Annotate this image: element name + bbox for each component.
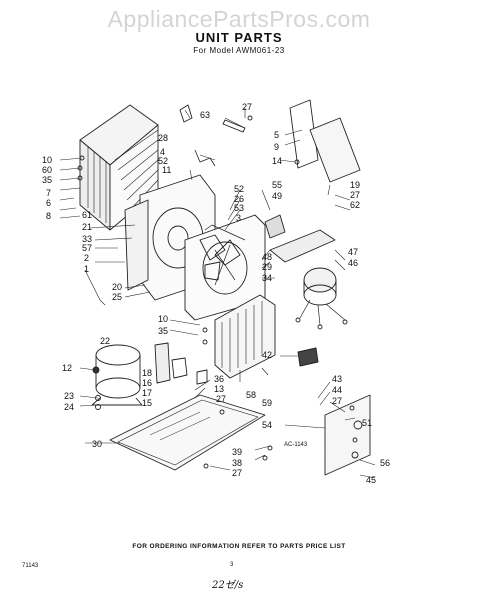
relay-overload xyxy=(154,342,208,385)
callout-58: 58 xyxy=(246,390,256,400)
control-panel xyxy=(324,394,371,476)
callout-44: 44 xyxy=(332,385,342,395)
callout-11: 11 xyxy=(162,165,171,175)
callout-labels: 10 60 35 7 6 8 61 21 33 57 2 1 20 25 28 … xyxy=(42,102,390,485)
callout-5: 5 xyxy=(274,130,279,140)
callout-43: 43 xyxy=(332,374,342,384)
callout-9: 9 xyxy=(274,142,279,152)
callout-33: 33 xyxy=(82,234,92,244)
watermark: AppliancePartsPros.com xyxy=(107,6,371,32)
callout-38: 38 xyxy=(232,458,242,468)
callout-27-top: 27 xyxy=(242,102,252,112)
blower-wheel xyxy=(199,234,241,281)
callout-24: 24 xyxy=(64,402,74,412)
callout-25: 25 xyxy=(112,292,122,302)
callout-26: 26 xyxy=(234,194,244,204)
callout-12: 12 xyxy=(62,363,72,373)
callout-53: 53 xyxy=(234,203,244,213)
handwritten-signature: 22ゼ/s xyxy=(212,580,244,591)
callout-51: 51 xyxy=(362,418,372,428)
callout-7: 7 xyxy=(46,188,51,198)
callout-13: 13 xyxy=(214,384,224,394)
callout-52-b: 52 xyxy=(234,184,244,194)
callout-10: 10 xyxy=(42,155,52,165)
callout-21: 21 xyxy=(82,222,92,232)
model-subtitle: For Model AWM061-23 xyxy=(193,46,285,55)
ordering-footer: FOR ORDERING INFORMATION REFER TO PARTS … xyxy=(132,543,346,550)
callout-10-b: 10 xyxy=(158,314,168,324)
callout-61: 61 xyxy=(82,210,92,220)
callout-49: 49 xyxy=(272,191,282,201)
callout-2: 2 xyxy=(84,253,89,263)
callout-30: 30 xyxy=(92,439,102,449)
callout-48: 48 xyxy=(262,252,272,262)
callout-18: 18 xyxy=(142,368,152,378)
callout-54: 54 xyxy=(262,420,272,430)
callout-42: 42 xyxy=(262,350,272,360)
fan-motor xyxy=(295,267,348,330)
callout-27-mid: 27 xyxy=(216,394,226,404)
callout-28: 28 xyxy=(158,133,168,143)
callout-14: 14 xyxy=(272,156,282,166)
callout-39: 39 xyxy=(232,447,242,457)
callout-3: 3 xyxy=(236,213,241,223)
callout-1: 1 xyxy=(84,264,89,274)
callout-27-right: 27 xyxy=(350,190,360,200)
callout-4: 4 xyxy=(160,147,165,157)
leader-lines xyxy=(59,108,376,479)
callout-15: 15 xyxy=(142,398,152,408)
callout-34: 34 xyxy=(262,273,272,283)
callout-6: 6 xyxy=(46,198,51,208)
callout-59: 59 xyxy=(262,398,272,408)
callout-35: 35 xyxy=(42,175,52,185)
motor-mount xyxy=(264,214,286,239)
callout-55: 55 xyxy=(272,180,282,190)
switch xyxy=(297,347,319,367)
deflector-panel xyxy=(269,99,361,263)
callout-22: 22 xyxy=(100,336,110,346)
callout-45: 45 xyxy=(366,475,376,485)
callout-56: 56 xyxy=(380,458,390,468)
doc-code: 71143 xyxy=(22,563,39,569)
callout-52: 52 xyxy=(158,156,168,166)
callout-63: 63 xyxy=(200,110,210,120)
page-number: 3 xyxy=(230,562,234,568)
hardware-fasteners xyxy=(77,104,358,469)
callout-29: 29 xyxy=(262,262,272,272)
callout-16: 16 xyxy=(142,378,152,388)
callout-20: 20 xyxy=(112,282,122,292)
callout-23: 23 xyxy=(64,391,74,401)
callout-17: 17 xyxy=(142,388,152,398)
callout-27-bottom: 27 xyxy=(232,468,242,478)
callout-27-ctrl: 27 xyxy=(332,396,342,406)
callout-60: 60 xyxy=(42,165,52,175)
callout-36: 36 xyxy=(214,374,224,384)
evaporator-coil xyxy=(214,294,276,379)
callout-57: 57 xyxy=(82,243,92,253)
callout-19: 19 xyxy=(350,180,360,190)
base-pan xyxy=(109,394,266,471)
callout-46: 46 xyxy=(348,258,358,268)
callout-47: 47 xyxy=(348,247,358,257)
callout-62: 62 xyxy=(350,200,360,210)
callout-35-b: 35 xyxy=(158,326,168,336)
drawing-code: AC-1143 xyxy=(284,442,308,448)
diagram-title: UNIT PARTS xyxy=(195,30,283,45)
callout-8: 8 xyxy=(46,211,51,221)
